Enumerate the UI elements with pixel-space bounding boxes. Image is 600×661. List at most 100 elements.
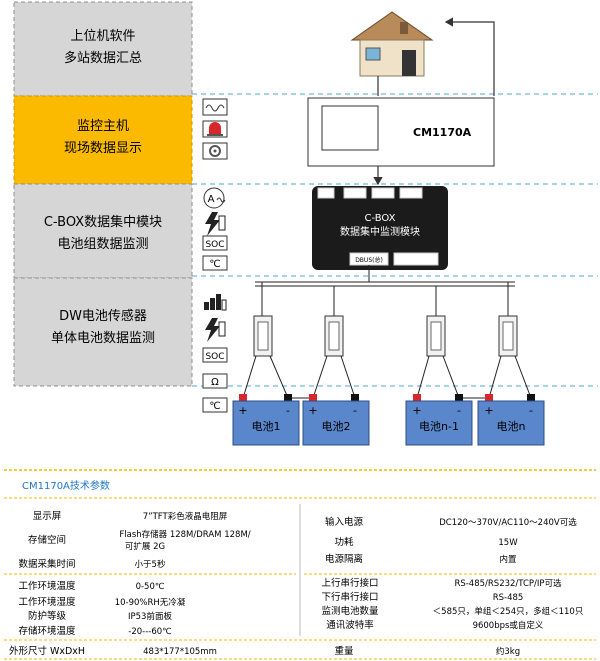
sensor-2: [324, 315, 344, 357]
layer-sensor-line1: DW电池传感器: [59, 308, 147, 324]
layer-cbox-line1: C-BOX数据集中模块: [44, 214, 162, 230]
battery-1-minus: -: [286, 404, 290, 417]
layer-software-line1: 上位机软件: [70, 29, 135, 44]
spec-bottom-row: 外形尺寸 WxDxH 483*177*105mm 重量 约3kg: [9, 645, 520, 657]
spec-left-value: 0-50℃: [136, 582, 165, 592]
layer-sensor-line2: 单体电池数据监测: [51, 331, 155, 346]
layer-panel-cbox: C-BOX数据集中模块 电池组数据监测: [13, 183, 193, 279]
waveform-icon: [202, 98, 228, 116]
layer-software-line2: 多站数据汇总: [64, 50, 142, 66]
spec-right-label: 功耗: [334, 537, 354, 548]
resistance-icon: Ω: [202, 373, 228, 389]
battery-n-1-label: 电池n-1: [419, 420, 459, 433]
spec-weight-value: 约3kg: [496, 646, 520, 657]
sensor-1: [253, 315, 273, 357]
battery-2: + - 电池2: [302, 394, 370, 446]
spec-right-value: RS-485/RS232/TCP/IP可选: [454, 578, 562, 589]
spec-left-value: IP53前面板: [128, 611, 172, 622]
spec-left-label: 工作环境湿度: [18, 596, 76, 608]
battery-2-minus: -: [353, 404, 357, 417]
sensor-leads: [242, 355, 532, 399]
battery-2-label: 电池2: [322, 420, 351, 433]
temperature-icon: ℃: [202, 397, 228, 413]
battery-1-label: 电池1: [252, 420, 281, 433]
spec-right-label: 下行串行接口: [321, 591, 378, 603]
battery-n-label: 电池n: [497, 420, 526, 433]
battery-n-plus: +: [484, 404, 493, 417]
alarm-light-icon: [202, 120, 228, 138]
spec-size-value: 483*177*105mm: [143, 647, 217, 657]
sensor-n: [498, 315, 518, 357]
battery-2-plus: +: [308, 404, 317, 417]
spec-left-label: 工作环境温度: [18, 580, 76, 592]
spec-right-value: DC120～370V/AC110～240V可选: [439, 517, 577, 528]
spec-right-value: 内置: [499, 554, 517, 565]
uplink-lines: [377, 17, 495, 96]
voltage-icon: [205, 318, 226, 342]
settings-icon: [202, 142, 228, 160]
celsius-symbol-sensor: ℃: [209, 401, 220, 412]
soc-icon: SOC: [202, 235, 228, 251]
spec-left-value: 小于5秒: [135, 559, 166, 570]
cbox-title: C-BOX: [364, 213, 395, 224]
spec-left-value: 10-90%RH无冷凝: [115, 597, 186, 608]
current-meter-icon: A: [203, 187, 226, 209]
ohm-symbol: Ω: [211, 377, 219, 388]
spec-right-label: 上行串行接口: [321, 577, 378, 589]
spec-right-label: 通讯波特率: [326, 619, 374, 631]
layer-host-line1: 监控主机: [77, 119, 129, 134]
layer-panel-sensor: DW电池传感器 单体电池数据监测: [13, 277, 193, 387]
spec-weight-label: 重量: [334, 645, 354, 657]
spec-title: CM1170A技术参数: [22, 479, 110, 492]
cbox-module: C-BOX 数据集中监测模块 DBUS(总): [312, 186, 448, 270]
layer-panel-host: 监控主机 现场数据显示: [13, 95, 193, 185]
spec-left-label: 防护等级: [28, 610, 67, 622]
temperature-icon: ℃: [202, 255, 228, 271]
soc-symbol-cbox: SOC: [205, 240, 224, 250]
spec-left-label: 显示屏: [33, 511, 62, 522]
spec-right-value: 9600bps或自定义: [473, 620, 544, 631]
spec-right-label: 监测电池数量: [321, 605, 379, 617]
spec-right-value: 15W: [498, 538, 518, 548]
monitor-label: CM1170A: [413, 126, 472, 139]
battery-n-1-minus: -: [457, 404, 461, 417]
spec-left-value-line2: 可扩展 2G: [125, 541, 165, 552]
spec-left-label: 存储空间: [28, 534, 66, 546]
layer-panel-software: 上位机软件 多站数据汇总: [13, 1, 193, 97]
battery-n: + - 电池n: [477, 394, 545, 446]
cbox-port-label: DBUS(总): [355, 256, 383, 264]
spec-table: CM1170A技术参数 显示屏 7”TFT彩色液晶电阻屏 存储空间 Flash存…: [4, 469, 596, 660]
monitor-host: CM1170A: [307, 97, 495, 167]
spec-left-label: 存储环境温度: [18, 625, 76, 637]
spec-left-column: 显示屏 7”TFT彩色液晶电阻屏 存储空间 Flash存储器 128M/DRAM…: [4, 511, 296, 637]
spec-size-label: 外形尺寸 WxDxH: [9, 645, 85, 657]
spec-left-value-line1: Flash存储器 128M/DRAM 128M/: [119, 529, 250, 540]
spec-right-value: RS-485: [493, 593, 524, 603]
spec-left-value: -20---60℃: [128, 627, 172, 637]
spec-left-label: 数据采集时间: [18, 558, 75, 570]
layer-separators: [192, 93, 598, 387]
current-symbol: A: [208, 194, 215, 205]
bus-wiring: [255, 265, 515, 316]
battery-n-minus: -: [529, 404, 533, 417]
soc-icon: SOC: [202, 347, 228, 363]
spec-right-label: 输入电源: [325, 516, 364, 528]
spec-right-column: 输入电源 DC120～370V/AC110～240V可选 功耗 15W 电源隔离…: [304, 516, 596, 631]
architecture-diagram: 上位机软件 多站数据汇总 监控主机 现场数据显示 C-BOX数据集中模块 电池组…: [13, 1, 598, 446]
soc-symbol-sensor: SOC: [205, 352, 224, 362]
spec-right-value: ＜585只，单组＜254只，多组＜110只: [433, 606, 584, 617]
battery-n-1: + - 电池n-1: [405, 394, 473, 446]
signal-bars-icon: [204, 294, 227, 311]
spec-right-label: 电源隔离: [325, 553, 363, 565]
battery-1-plus: +: [238, 404, 247, 417]
spec-left-value: 7”TFT彩色液晶电阻屏: [143, 511, 228, 522]
layer-host-line2: 现场数据显示: [64, 141, 142, 156]
battery-n-1-plus: +: [412, 404, 421, 417]
layer-cbox-line2: 电池组数据监测: [57, 237, 148, 252]
sensor-n-1: [426, 315, 446, 357]
battery-1: + - 电池1: [232, 394, 300, 446]
cbox-port-left: [317, 187, 335, 199]
celsius-symbol-cbox: ℃: [209, 259, 220, 270]
cbox-subtitle: 数据集中监测模块: [340, 225, 420, 238]
house-icon: [350, 11, 434, 77]
